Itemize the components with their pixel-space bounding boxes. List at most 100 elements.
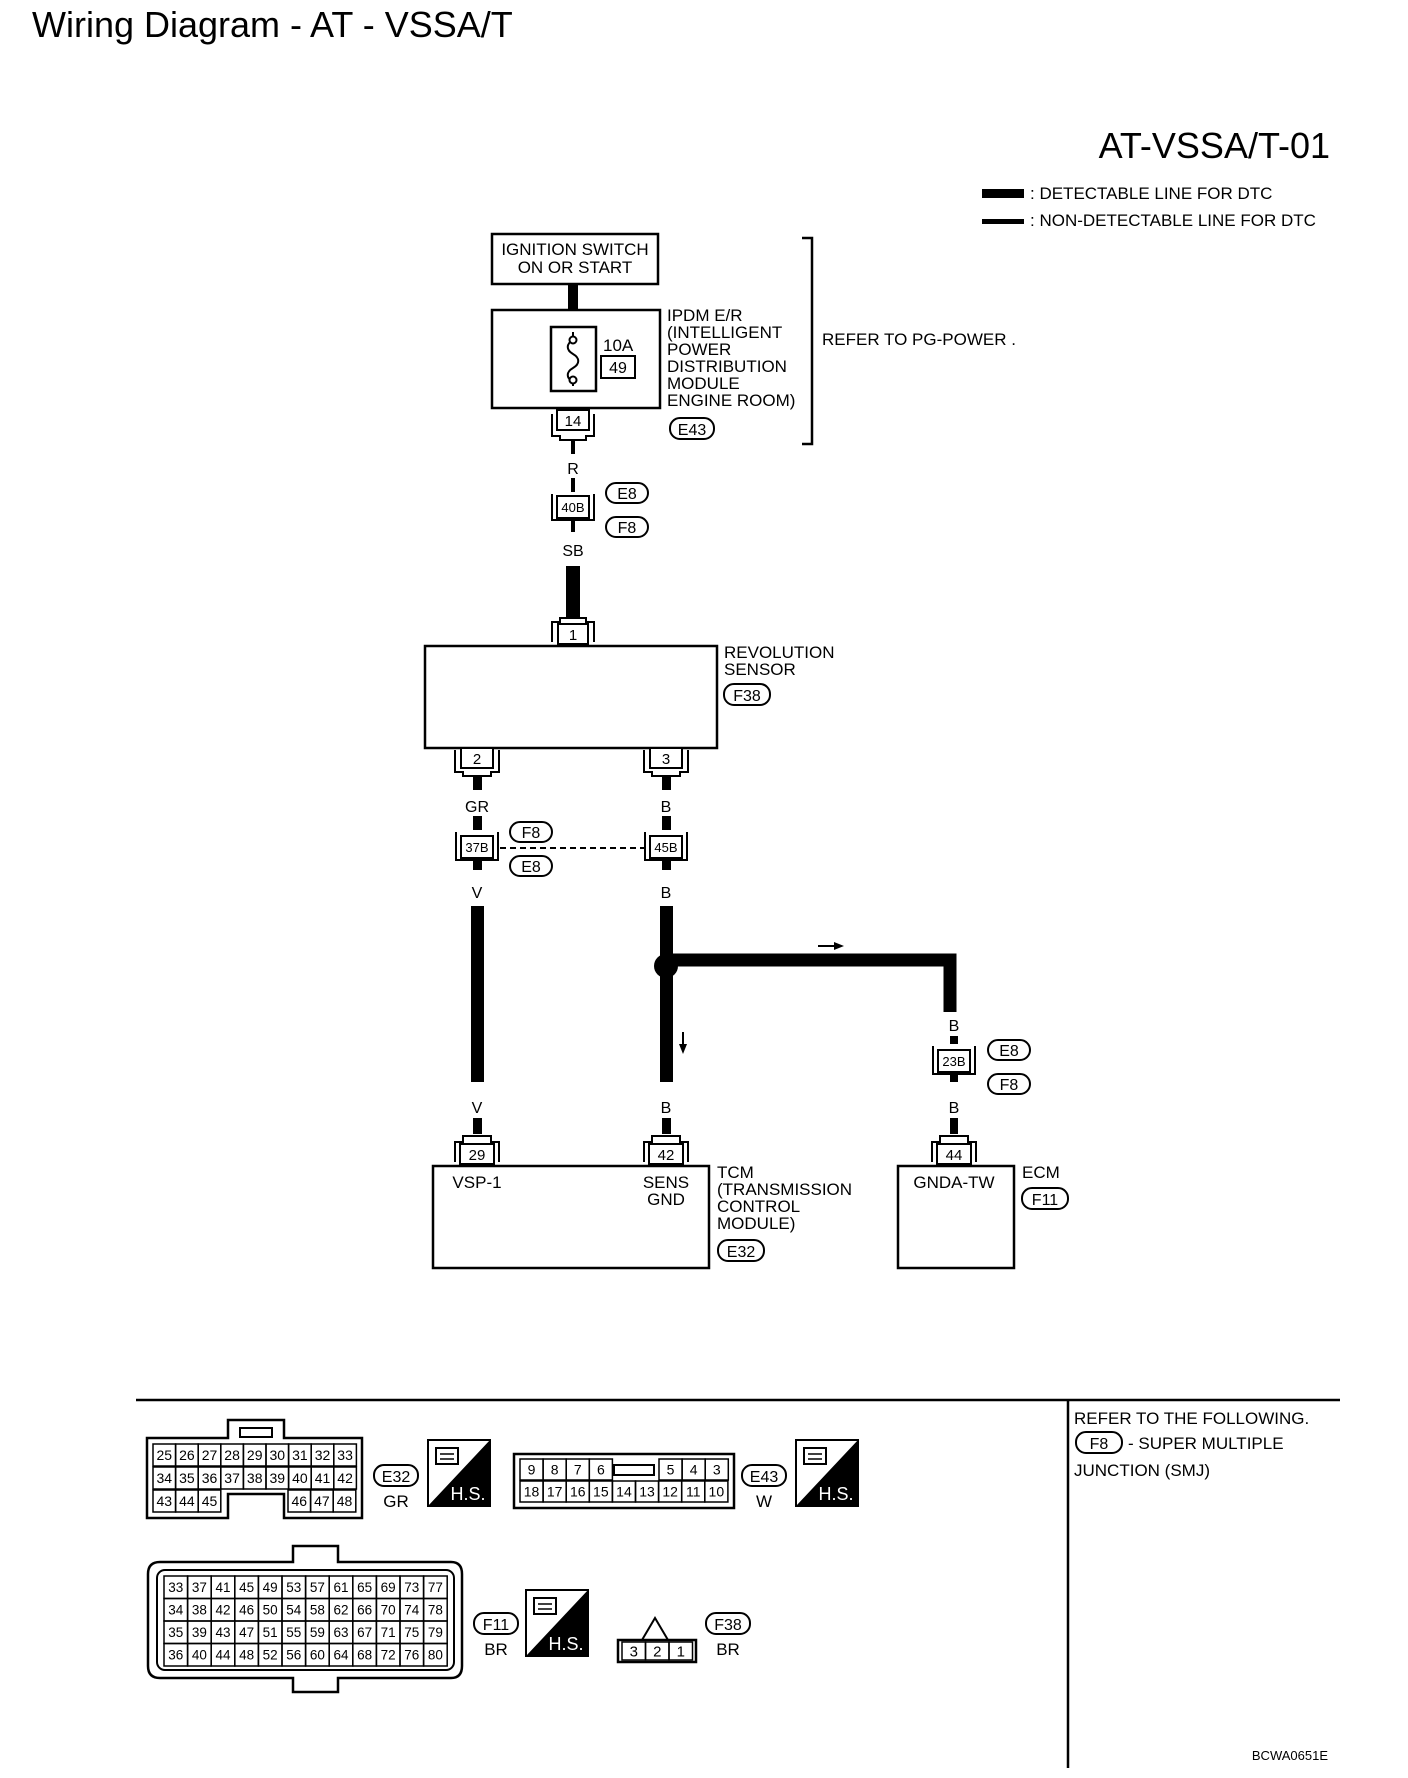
pin-number: 73	[404, 1580, 419, 1595]
pin-number: 55	[286, 1625, 301, 1640]
wire-label-b-1: B	[661, 799, 672, 816]
revolution-sensor-line2: SENSOR	[724, 660, 796, 679]
f38-color: BR	[716, 1640, 740, 1659]
refer-line3: JUNCTION (SMJ)	[1074, 1461, 1210, 1480]
pin-number: 71	[381, 1625, 396, 1640]
pin-number: 41	[215, 1580, 230, 1595]
pin-number: 42	[337, 1470, 353, 1486]
fuse-number: 49	[609, 360, 627, 377]
pin-number: 44	[215, 1648, 231, 1663]
revolution-sensor-pin-3: 3	[643, 747, 689, 777]
joint-37b: 37B	[455, 832, 499, 861]
wire-ign-ipdm	[568, 284, 578, 310]
pin-cell	[588, 1458, 614, 1481]
pin-number: 1	[677, 1643, 685, 1660]
ipdm-label: IPDM E/R (INTELLIGENT POWER DISTRIBUTION…	[667, 306, 795, 410]
f8-badge-2-text: F8	[522, 825, 541, 842]
hs-label: H.S.	[548, 1634, 583, 1654]
legend-thick-line	[982, 189, 1024, 198]
ipdm-line: (INTELLIGENT	[667, 323, 782, 342]
e43-color: W	[756, 1492, 772, 1511]
joint-45b-label: 45B	[654, 840, 677, 855]
ecm-label: ECM	[1022, 1163, 1060, 1182]
pin-number: 4	[690, 1462, 698, 1478]
pin-number: 29	[247, 1447, 263, 1463]
pin-number: 47	[314, 1493, 330, 1509]
e8-badge-2-text: E8	[521, 859, 541, 876]
revolution-sensor-pin-2: 2	[454, 747, 500, 777]
pin-number: 35	[179, 1470, 195, 1486]
pin-number: 62	[333, 1603, 348, 1618]
tcm-label: TCM (TRANSMISSION CONTROL MODULE)	[717, 1163, 852, 1233]
pin-number: 77	[428, 1580, 443, 1595]
wire-label-v-top: V	[472, 885, 483, 902]
pin-cell	[422, 1642, 448, 1667]
wire-b-thick	[660, 906, 673, 1082]
tcm-line: TCM	[717, 1163, 754, 1182]
f11-badge-2: F11	[473, 1612, 519, 1635]
tcm-pin-42: 42	[643, 1135, 689, 1165]
joint-37b-label: 37B	[465, 840, 488, 855]
diagram-id: AT-VSSA/T-01	[1099, 125, 1330, 166]
footer-code: BCWA0651E	[1252, 1748, 1328, 1763]
pin-number: 2	[653, 1643, 661, 1660]
pin-42-label: 42	[658, 1147, 675, 1164]
tcm-gnd-label: GND	[647, 1190, 685, 1209]
pin-number: 34	[157, 1470, 173, 1486]
fuse-box	[549, 325, 598, 393]
refer-pg-power: REFER TO PG-POWER .	[822, 330, 1016, 349]
pin-number: 57	[310, 1580, 325, 1595]
pin-number: 46	[239, 1603, 254, 1618]
wire-label-r: R	[567, 461, 579, 478]
e43-badge-2-text: E43	[750, 1469, 779, 1486]
pin-number: 48	[239, 1648, 254, 1663]
pin-number: 69	[381, 1580, 396, 1595]
pin-number: 72	[381, 1648, 396, 1663]
legend-thin-line	[982, 219, 1024, 224]
pin-number: 3	[630, 1643, 638, 1660]
e8-badge-2: E8	[509, 855, 553, 877]
pin-cell	[197, 1489, 222, 1513]
pin-number: 52	[263, 1648, 278, 1663]
e8-badge-text: E8	[617, 486, 637, 503]
f38-badge-2: F38	[705, 1612, 751, 1635]
ignition-switch-box: IGNITION SWITCH ON OR START	[490, 232, 660, 286]
pin-number: 5	[667, 1462, 675, 1478]
pin-14-connector: 14	[551, 409, 595, 441]
ignition-line1: IGNITION SWITCH	[501, 240, 648, 259]
pin-number: 13	[639, 1484, 655, 1500]
revolution-sensor-pin-1: 1	[551, 617, 595, 645]
fuse-amp: 10A	[603, 336, 634, 355]
ipdm-line: DISTRIBUTION	[667, 357, 787, 376]
e43-badge: E43	[669, 417, 715, 440]
pin-number: 12	[662, 1484, 678, 1500]
pin-29-label: 29	[469, 1147, 486, 1164]
pin-number: 10	[709, 1484, 725, 1500]
pin-number: 42	[215, 1603, 230, 1618]
pin-number: 3	[713, 1462, 721, 1478]
legend-detectable: : DETECTABLE LINE FOR DTC	[1030, 184, 1272, 203]
pin-number: 37	[192, 1580, 207, 1595]
pin-number: 7	[574, 1462, 582, 1478]
harness-side-icon: H.S.	[427, 1439, 491, 1507]
e32-color: GR	[383, 1492, 409, 1511]
pin-number: 67	[357, 1625, 372, 1640]
pin-number: 11	[686, 1484, 701, 1500]
pin-number: 54	[286, 1603, 302, 1618]
pin-number: 39	[192, 1625, 207, 1640]
f8-badge-2: F8	[509, 821, 553, 843]
wire-label-b-5: B	[949, 1100, 960, 1117]
e8-badge: E8	[605, 482, 649, 504]
pin-number: 25	[157, 1447, 173, 1463]
pin-cell	[332, 1489, 357, 1513]
pin-number: 33	[168, 1580, 183, 1595]
pin-number: 80	[428, 1648, 443, 1663]
pin-number: 66	[357, 1603, 372, 1618]
pin-number: 27	[202, 1447, 218, 1463]
wire-label-sb: SB	[562, 543, 583, 560]
tcm-pin-29: 29	[454, 1135, 500, 1165]
hs-label: H.S.	[818, 1484, 853, 1504]
